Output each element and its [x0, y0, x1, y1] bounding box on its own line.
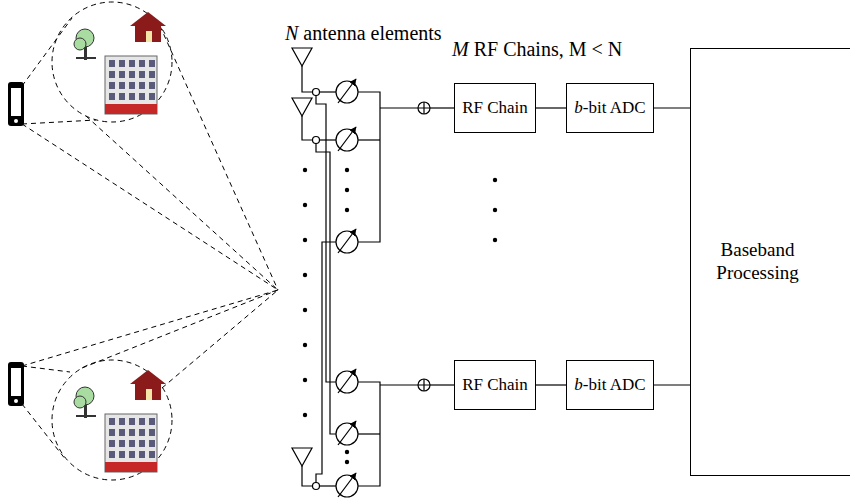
adc-box: b-bit ADC: [566, 83, 654, 133]
phone: [8, 82, 24, 406]
building: [105, 56, 157, 114]
node-text: Baseband Processing: [695, 239, 820, 285]
rf-chain-label: M RF Chains, M < N: [450, 38, 624, 61]
propagation-paths: [22, 2, 278, 480]
signal-wire: [654, 107, 690, 108]
antenna-feeds: [302, 66, 455, 490]
scatterers: [74, 12, 166, 114]
node-text: RF Chain: [462, 98, 528, 118]
combiner: [418, 102, 430, 391]
baseband-box: Baseband Processing: [690, 48, 850, 476]
node-text: RF Chain: [462, 375, 528, 395]
rf-chain-box: RF Chain: [454, 83, 536, 133]
phase-shifter: [336, 79, 358, 497]
rf-chain-box: RF Chain: [454, 360, 536, 410]
ellipsis-dots: [303, 168, 497, 464]
node-text: b-bit ADC: [574, 98, 645, 118]
antenna: [292, 48, 312, 466]
adc-box: b-bit ADC: [566, 360, 654, 410]
antenna-label: N antenna elements: [283, 22, 444, 45]
node-text: b-bit ADC: [574, 375, 645, 395]
tree: [74, 29, 96, 60]
signal-wire: [536, 384, 566, 385]
signal-wire: [536, 107, 566, 108]
signal-wire: [654, 384, 690, 385]
scatterers: [74, 370, 166, 472]
house: [130, 12, 166, 42]
